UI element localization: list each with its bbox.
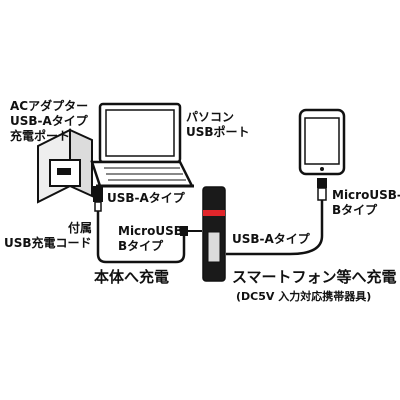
charge-phone-note: (DC5V 入力対応携帯器具) xyxy=(236,290,372,303)
usb-a-left-label: USB-Aタイプ xyxy=(107,191,185,205)
ac-adapter-label: 充電ポート xyxy=(10,129,71,143)
cord-label: USB充電コード xyxy=(4,236,92,250)
micro-usb-left-label: MicroUSB- xyxy=(118,224,188,238)
ac-adapter-icon xyxy=(37,128,93,204)
micro-usb-left-label: Bタイプ xyxy=(118,239,164,253)
micro-usb-right-label: Bタイプ xyxy=(332,203,378,217)
charge-phone-label: スマートフォン等へ充電 xyxy=(232,268,397,286)
laptop-icon xyxy=(90,102,195,188)
smartphone-icon xyxy=(298,108,346,176)
ac-adapter-label: USB-Aタイプ xyxy=(10,114,88,128)
usb-a-right-label: USB-Aタイプ xyxy=(232,232,310,246)
charging-cable-right xyxy=(226,178,327,256)
battery-device-icon xyxy=(202,186,226,282)
ac-adapter-label: ACアダプター xyxy=(10,99,89,113)
micro-usb-right-label: MicroUSB- xyxy=(332,188,400,202)
pc-port-label: USBポート xyxy=(186,125,250,139)
cord-label: 付属 xyxy=(68,221,93,235)
charging-cable-left xyxy=(93,186,202,264)
pc-port-label: パソコン xyxy=(186,110,235,124)
charge-body-label: 本体へ充電 xyxy=(94,268,170,286)
